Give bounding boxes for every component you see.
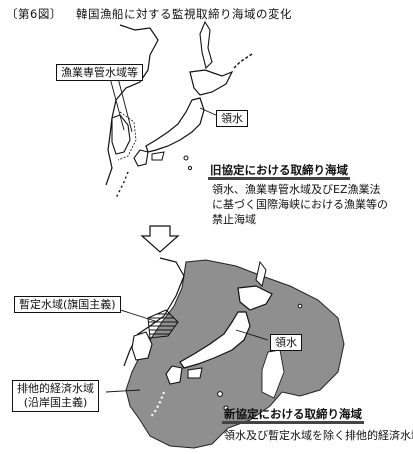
old-territorial-waters-text: 領水 xyxy=(221,112,243,125)
old-honshu xyxy=(145,97,205,153)
old-desc-line-3: 禁止海域 xyxy=(212,213,256,226)
old-fishery-zone-band xyxy=(117,111,137,161)
old-agreement-heading: 旧協定における取締り海域 xyxy=(208,164,350,180)
new-sakhalin xyxy=(255,260,267,287)
new-shikoku xyxy=(187,367,203,379)
old-fishery-zone-label: 漁業専管水域等 xyxy=(56,64,143,81)
old-fishery-zone-text: 漁業専管水域等 xyxy=(61,66,138,79)
new-agreement-heading: 新協定における取締り海域 xyxy=(222,408,364,424)
new-provisional-zone xyxy=(147,309,179,339)
transition-arrow xyxy=(140,225,180,253)
old-ryukyu xyxy=(115,171,129,199)
old-korea xyxy=(111,114,131,155)
new-provisional-zone-label: 暫定水域(旗国主義) xyxy=(14,296,121,313)
new-hokkaido xyxy=(237,285,273,311)
old-territorial-waters-label: 領水 xyxy=(216,110,248,127)
new-kyushu xyxy=(165,365,183,385)
new-eez-text-1: 排他的経済水域 xyxy=(17,382,94,395)
new-territorial-waters-text: 領水 xyxy=(275,336,297,349)
new-ryukyu xyxy=(149,391,166,419)
new-agreement-description: 領水及び暫定水域を除く排他的経済水域 xyxy=(224,429,413,442)
new-territorial-waters-label: 領水 xyxy=(270,334,302,351)
old-kurils xyxy=(233,53,253,69)
old-kyushu xyxy=(133,149,149,167)
figure-number: 〔第6図〕 xyxy=(6,7,62,21)
old-sakhalin xyxy=(199,20,213,70)
old-continent-coast xyxy=(105,24,159,186)
figure-title: 韓国漁船に対する監視取締り海域の変化 xyxy=(75,7,292,21)
new-honshu xyxy=(179,311,251,369)
old-hokkaido xyxy=(189,69,234,96)
old-shikoku xyxy=(151,151,165,161)
new-eez-text-2: (沿岸国主義) xyxy=(23,396,88,409)
new-korea xyxy=(131,331,153,361)
new-map xyxy=(105,257,345,449)
new-provisional-zone-text: 暫定水域(旗国主義) xyxy=(19,298,116,311)
old-map xyxy=(105,20,253,199)
old-agreement-description: 領水、漁業専管水域及びEZ漁業法 に基づく国際海峡における漁業等の 禁止海域 xyxy=(212,182,388,227)
old-desc-line-2: に基づく国際海峡における漁業等の xyxy=(212,198,388,211)
new-eez-label: 排他的経済水域 (沿岸国主義) xyxy=(12,380,99,412)
figure-title-block: 〔第6図〕 韓国漁船に対する監視取締り海域の変化 xyxy=(6,6,292,22)
old-desc-line-1: 領水、漁業専管水域及びEZ漁業法 xyxy=(212,183,381,196)
